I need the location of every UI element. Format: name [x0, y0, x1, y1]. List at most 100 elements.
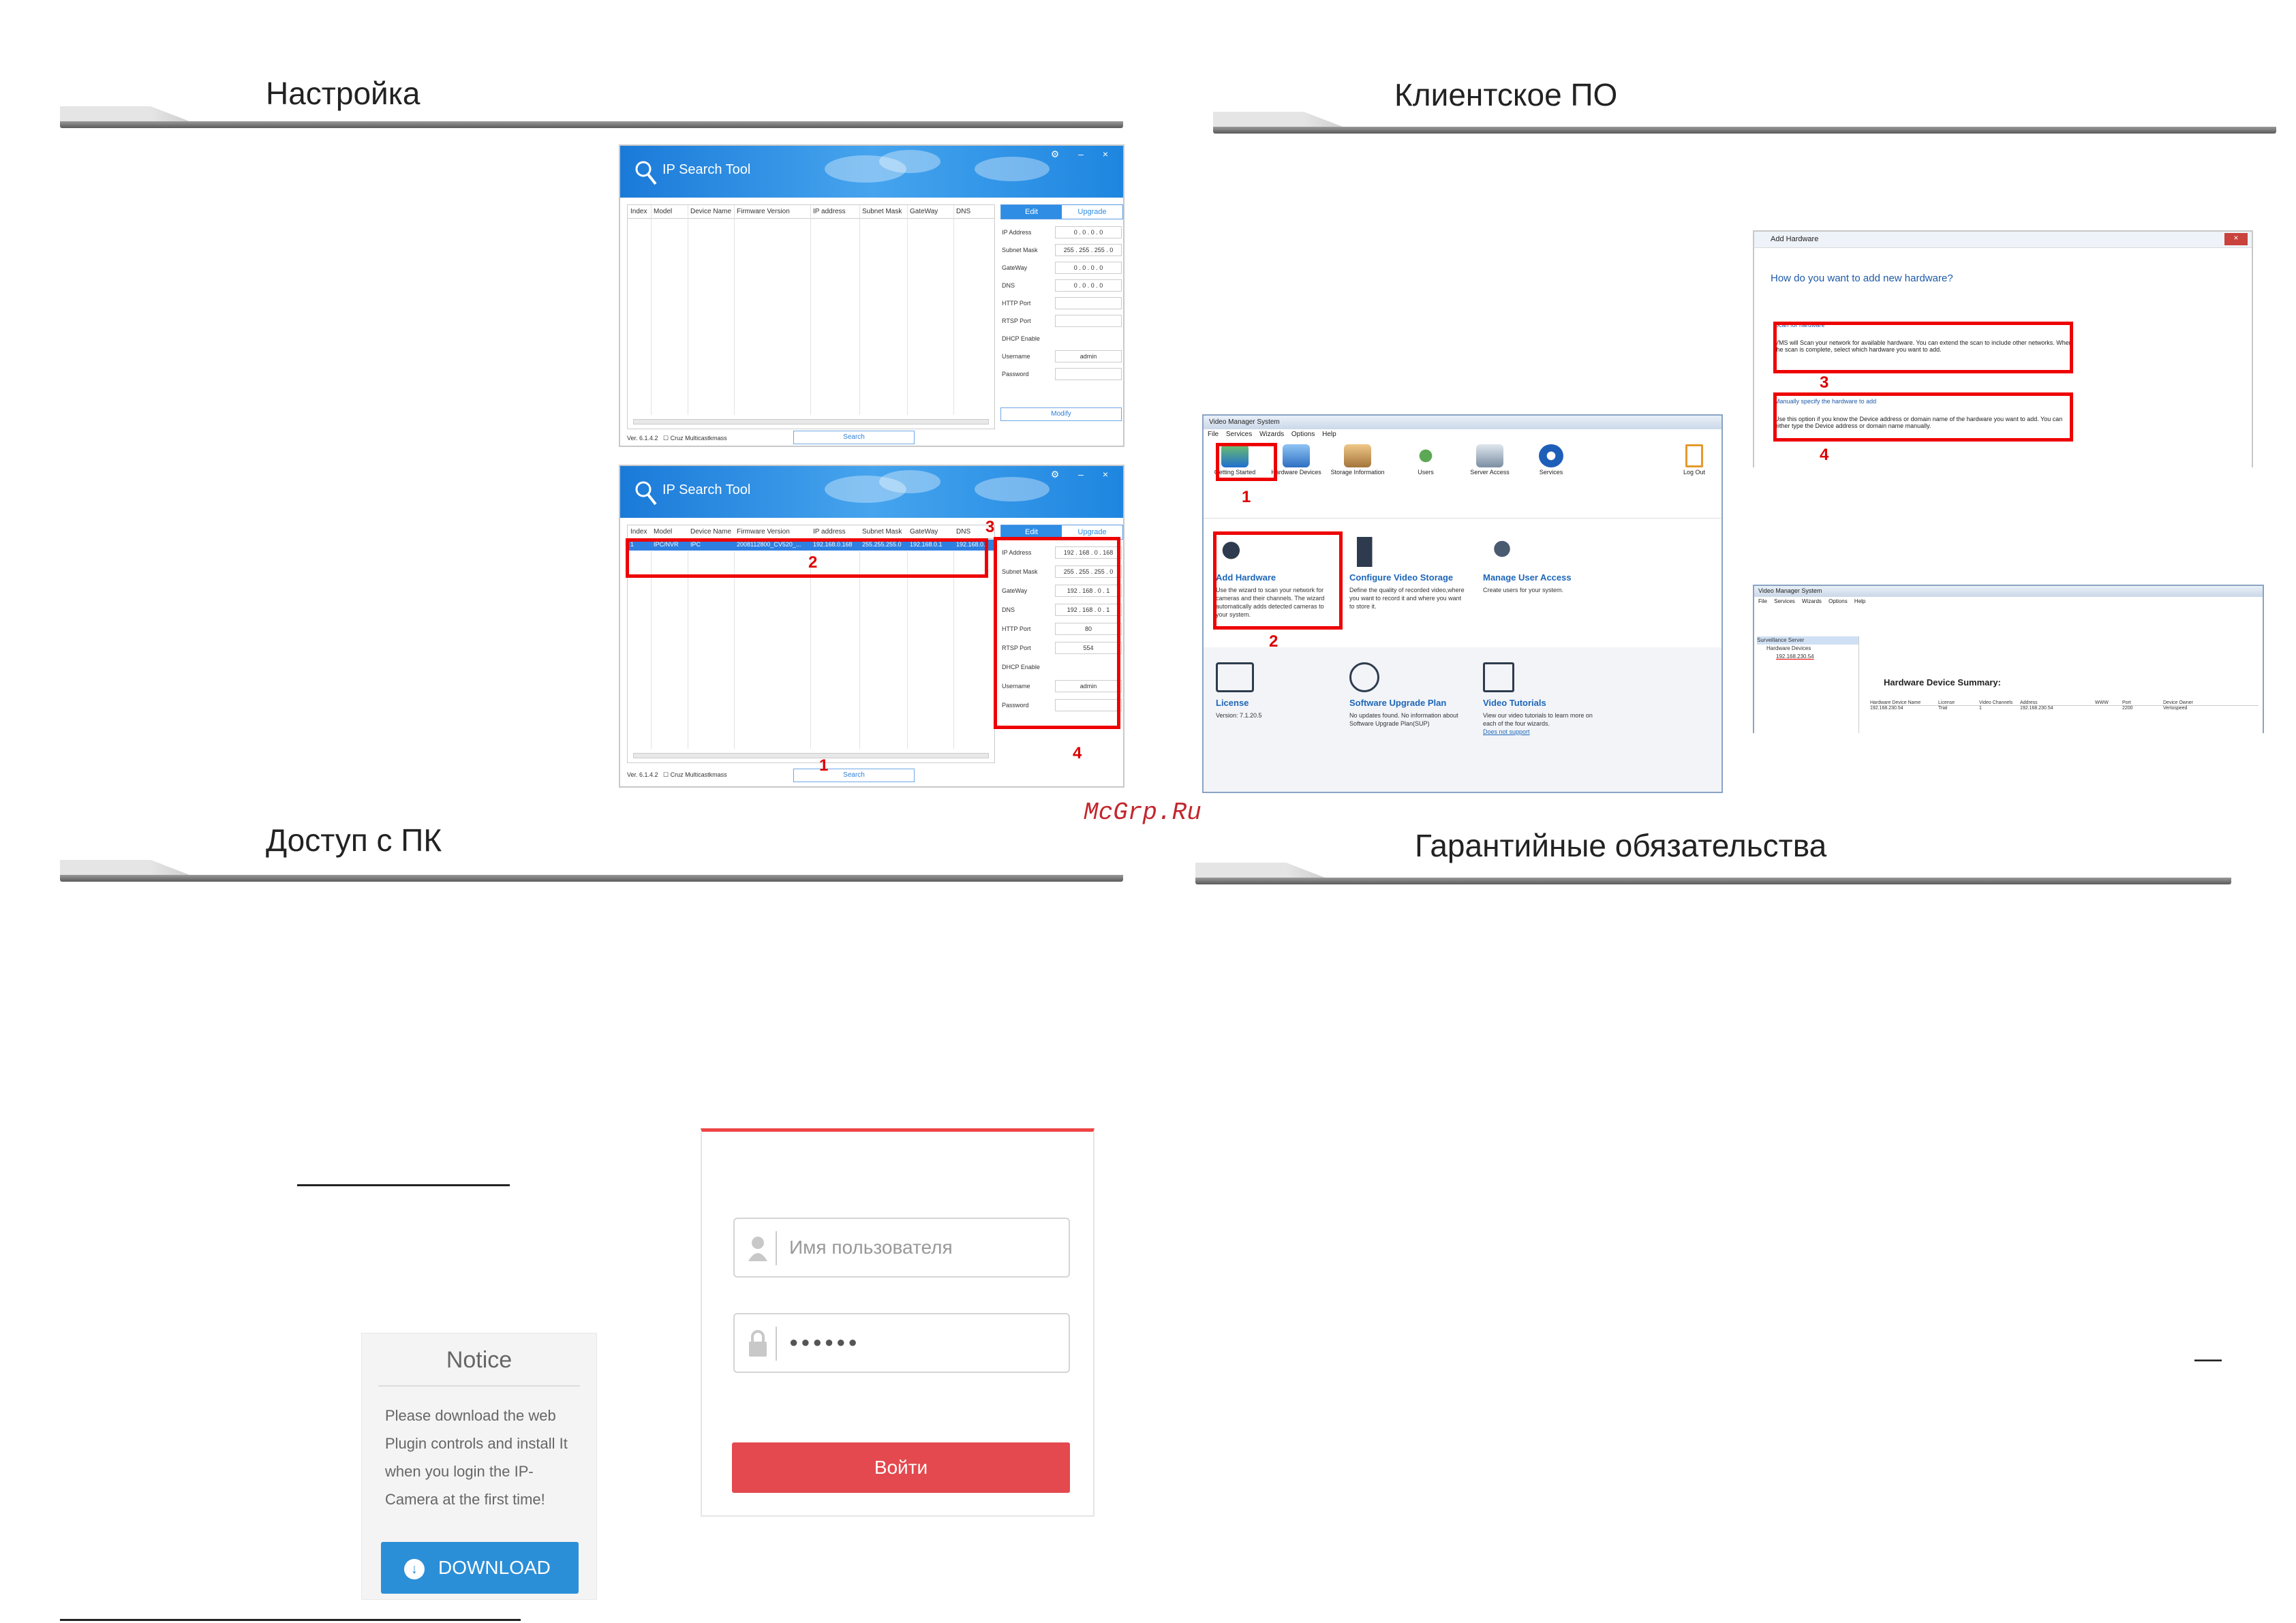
watermark: McGrp.Ru — [1084, 799, 1201, 826]
storage-icon — [1349, 537, 1388, 567]
rtsp-port-field[interactable]: 554 — [1055, 642, 1122, 654]
modify-button[interactable]: Modify — [1000, 407, 1122, 421]
username-field[interactable]: admin — [1055, 350, 1122, 362]
window-title: IP Search Tool — [662, 482, 751, 497]
table-row[interactable]: 1 IPC/NVR IPC 2008112800_CV520_... 192.1… — [628, 540, 994, 551]
password-field[interactable]: ●●●●●● — [733, 1313, 1070, 1373]
summary-title: Hardware Device Summary: — [1884, 677, 2001, 687]
tool-getting-started[interactable]: Getting Started — [1208, 444, 1262, 476]
section-title-pc-access: Доступ с ПК — [266, 822, 442, 858]
underline-rule — [297, 1184, 510, 1186]
section-title-client: Клиентское ПО — [1394, 77, 1618, 112]
close-icon[interactable]: × — [2224, 233, 2248, 245]
dns-field[interactable]: 192 . 168 . 0 . 1 — [1055, 604, 1122, 616]
callout-number: 1 — [1242, 488, 1251, 506]
tool-log-out[interactable]: Log Out — [1667, 444, 1721, 476]
http-port-field[interactable] — [1055, 297, 1122, 309]
callout-number: 2 — [1269, 632, 1279, 651]
tab-edit[interactable]: Edit — [1001, 205, 1062, 219]
user-icon — [748, 1237, 767, 1261]
password-field[interactable] — [1055, 368, 1122, 380]
tool-users[interactable]: Users — [1398, 444, 1453, 476]
window-controls[interactable]: ⚙ – × — [1050, 149, 1116, 159]
notice-title: Notice — [446, 1347, 512, 1373]
grid-header: Index Model Device Name Firmware Version… — [628, 525, 994, 539]
rtsp-port-field[interactable] — [1055, 315, 1122, 327]
gateway-field[interactable]: 0 . 0 . 0 . 0 — [1055, 262, 1122, 274]
tab-upgrade[interactable]: Upgrade — [1062, 205, 1122, 219]
gateway-field[interactable]: 192 . 168 . 0 . 1 — [1055, 585, 1122, 597]
toolbar: Getting Started Hardware Devices Storage… — [1204, 442, 1721, 496]
dhcp-checkbox[interactable]: DHCP Enable — [1002, 335, 1040, 342]
tab-upgrade[interactable]: Upgrade — [1062, 525, 1122, 539]
nav-tree[interactable]: Surveillance Server Hardware Devices 192… — [1757, 636, 1859, 733]
option-scan[interactable]: Scan for hardware VMS will Scan your net… — [1775, 322, 2072, 353]
vms-summary-window: Video Manager System File Services Wizar… — [1753, 585, 2264, 733]
menu-bar[interactable]: File Services Wizards Options Help — [1208, 431, 1336, 438]
section-title-warranty: Гарантийные обязательства — [1415, 828, 1827, 863]
horizontal-scrollbar[interactable] — [633, 753, 989, 758]
option-manual[interactable]: Manually specify the hardware to add Use… — [1775, 398, 2063, 429]
section-rule — [1213, 112, 2276, 134]
menu-bar[interactable]: File Services Wizards Options Help — [1758, 598, 1866, 604]
vms-window: Video Manager System File Services Wizar… — [1202, 414, 1723, 793]
mask-field[interactable]: 255 . 255 . 255 . 0 — [1055, 566, 1122, 578]
login-button[interactable]: Войти — [732, 1442, 1070, 1493]
ip-field[interactable]: 192 . 168 . 0 . 168 — [1055, 546, 1122, 559]
search-button[interactable]: Search — [793, 431, 915, 444]
dns-field[interactable]: 0 . 0 . 0 . 0 — [1055, 279, 1122, 292]
username-placeholder: Имя пользователя — [789, 1237, 953, 1258]
username-field[interactable]: Имя пользователя — [733, 1218, 1070, 1278]
ip-field[interactable]: 0 . 0 . 0 . 0 — [1055, 226, 1122, 238]
search-icon — [635, 161, 657, 185]
http-port-field[interactable]: 80 — [1055, 623, 1122, 635]
search-button[interactable]: Search — [793, 769, 915, 782]
version-label: Ver. 6.1.4.2 ☐ Cruz Multicastkmass — [627, 435, 727, 442]
callout-number: 4 — [1820, 446, 1829, 464]
tool-hardware-devices[interactable]: Hardware Devices — [1269, 444, 1323, 476]
download-button[interactable]: ↓DOWNLOAD — [381, 1542, 579, 1594]
tutorial-link[interactable]: Does not support — [1483, 728, 1530, 735]
grid-header: Index Model Device Name Firmware Version… — [628, 205, 994, 219]
mask-field[interactable]: 255 . 255 . 255 . 0 — [1055, 244, 1122, 256]
dhcp-checkbox[interactable]: DHCP Enable — [1002, 664, 1040, 670]
tool-server-access[interactable]: Server Access — [1463, 444, 1517, 476]
window-controls[interactable]: ⚙ – × — [1050, 469, 1116, 480]
section-rule — [60, 106, 1123, 128]
window-title: Video Manager System — [1754, 586, 2263, 597]
password-field[interactable] — [1055, 699, 1122, 711]
version-label: Ver. 6.1.4.2 ☐ Cruz Multicastkmass — [627, 771, 727, 778]
dash-mark: — — [2194, 1344, 2222, 1374]
lock-icon — [749, 1330, 767, 1357]
callout-box-scan — [1773, 322, 2073, 373]
user-lock-icon — [1483, 537, 1521, 567]
ip-search-header: IP Search Tool ⚙ – × — [620, 146, 1123, 198]
callout-box-add-hardware — [1213, 531, 1343, 630]
callout-box-getting-started — [1216, 443, 1277, 481]
window-title: IP Search Tool — [662, 162, 751, 177]
tool-storage-information[interactable]: Storage Information — [1330, 444, 1385, 476]
device-grid[interactable]: Index Model Device Name Firmware Version… — [627, 525, 995, 763]
tool-services[interactable]: Services — [1524, 444, 1578, 476]
section-rule — [60, 860, 1123, 882]
underline-rule — [60, 1619, 521, 1621]
search-icon — [635, 481, 657, 506]
username-field[interactable]: admin — [1055, 680, 1122, 692]
ip-search-tool-window-filled: IP Search Tool ⚙ – × Index Model Device … — [619, 465, 1124, 788]
callout-number: 2 — [808, 553, 818, 572]
device-grid[interactable]: Index Model Device Name Firmware Version… — [627, 204, 995, 429]
tab-edit[interactable]: Edit — [1001, 525, 1062, 539]
callout-box-manual — [1773, 392, 2073, 442]
horizontal-scrollbar[interactable] — [633, 419, 989, 424]
dialog-question: How do you want to add new hardware? — [1771, 273, 1953, 284]
video-icon — [1483, 662, 1514, 692]
